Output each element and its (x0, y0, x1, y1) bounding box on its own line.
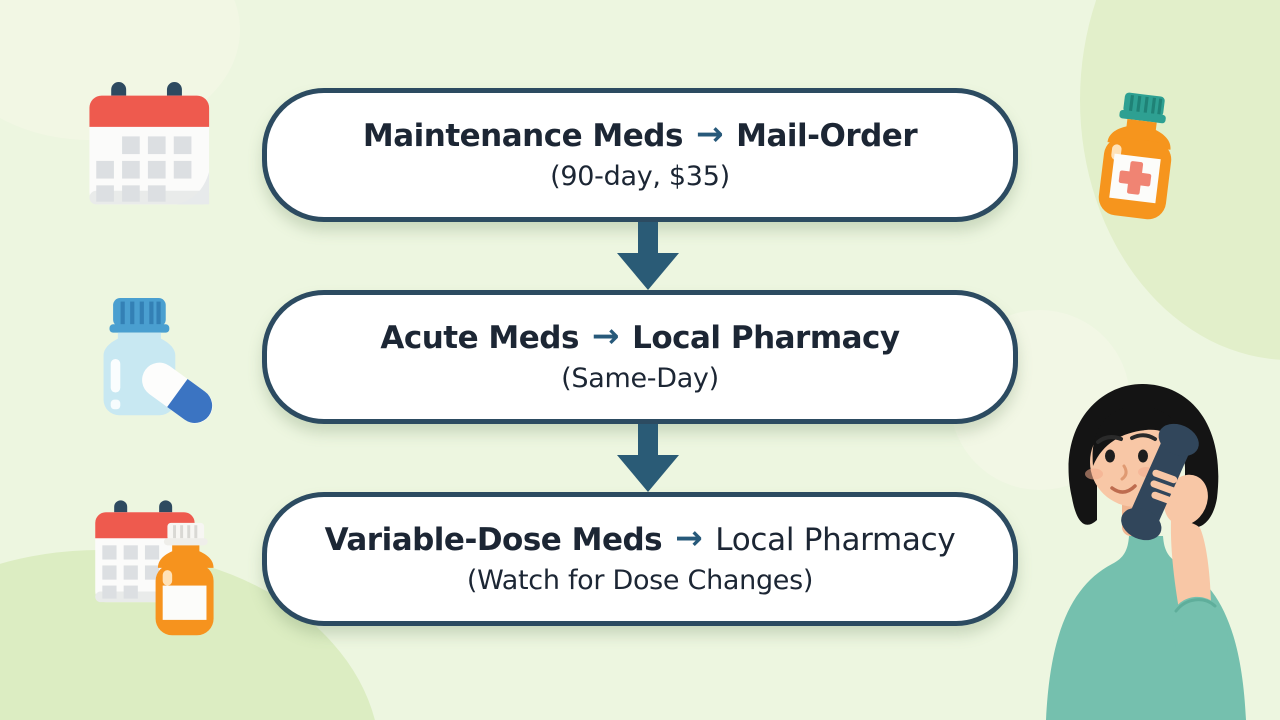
right-arrow-icon: → (591, 316, 620, 356)
medicine-bottle-and-capsule-icon (103, 297, 213, 424)
flow-box-maintenance-meds: Maintenance Meds → Mail-Order (90-day, $… (262, 88, 1018, 222)
calendar-icon (89, 82, 210, 205)
box-left-label: Acute Meds (380, 320, 579, 357)
box-left-label: Maintenance Meds (362, 118, 684, 155)
phone-handset-icon (1121, 423, 1199, 541)
flow-box-variable-dose-meds: Variable-Dose Meds → Local Pharmacy (Wat… (262, 492, 1018, 626)
right-arrow-icon: → (695, 114, 724, 154)
box-right-label: Local Pharmacy (632, 320, 900, 357)
pill-bottle-icon (1098, 92, 1172, 220)
calendar-with-bottle-icon (95, 500, 214, 636)
down-arrow-icon (616, 222, 680, 290)
right-arrow-icon: → (675, 518, 703, 558)
box-right-label: Mail-Order (736, 118, 918, 155)
box-right-label: Local Pharmacy (715, 522, 956, 559)
flow-box-acute-meds: Acute Meds → Local Pharmacy (Same-Day) (262, 290, 1018, 424)
woman-on-phone-illustration (1046, 384, 1246, 720)
box-left-label: Variable-Dose Meds (324, 522, 663, 559)
box-subtitle: (Watch for Dose Changes) (466, 564, 814, 596)
box-subtitle: (Same-Day) (561, 362, 719, 394)
down-arrow-icon (616, 424, 680, 492)
box-subtitle: (90-day, $35) (550, 160, 730, 192)
